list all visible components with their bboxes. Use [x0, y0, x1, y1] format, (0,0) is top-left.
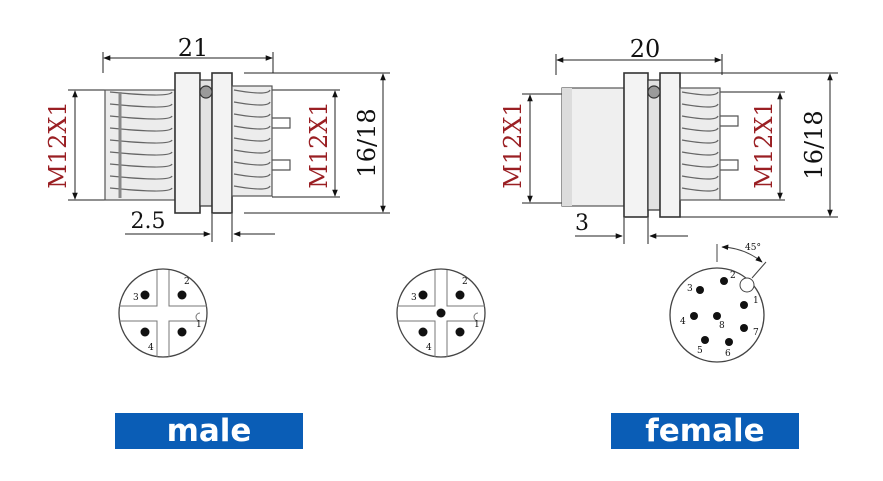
female8-pin-3: 3 [687, 284, 693, 294]
female8-pin-7: 7 [753, 328, 759, 338]
male-right-thread-label: M12X1 [305, 101, 333, 188]
female-angle-label: 45° [745, 243, 761, 253]
female8-pin-2: 2 [730, 271, 736, 281]
female-side-view [522, 54, 838, 244]
female-flange-label: 3 [575, 211, 589, 236]
male-length-label: 21 [178, 34, 209, 62]
male4-pin-2: 2 [184, 277, 190, 287]
male5-pin-4: 4 [426, 343, 432, 353]
female-right-thread-label: M12X1 [750, 101, 778, 188]
female-height-label: 16/18 [800, 110, 828, 179]
male-4pin-face [118, 268, 208, 358]
male4-pin-3: 3 [133, 293, 139, 303]
male-left-thread-label: M12X1 [44, 101, 72, 188]
female8-pin-8: 8 [719, 321, 725, 331]
female8-pin-4: 4 [680, 317, 686, 327]
female8-pin-5: 5 [697, 346, 703, 356]
male5-pin-3: 3 [411, 293, 417, 303]
male-5pin-face [396, 268, 486, 358]
female-length-label: 20 [630, 35, 661, 63]
male-label-bar: male [115, 413, 303, 449]
male5-pin-2: 2 [462, 277, 468, 287]
male4-pin-4: 4 [148, 343, 154, 353]
male5-pin-1: 1 [474, 320, 480, 330]
male4-pin-1: 1 [196, 320, 202, 330]
female-left-thread-label: M12X1 [499, 101, 527, 188]
female8-pin-1: 1 [753, 296, 759, 306]
male-flange-label: 2.5 [131, 209, 166, 234]
female-8pin-face [669, 244, 767, 363]
female8-pin-6: 6 [725, 349, 731, 359]
male-height-label: 16/18 [353, 108, 381, 177]
male-side-view [68, 52, 390, 242]
female-label-bar: female [611, 413, 799, 449]
